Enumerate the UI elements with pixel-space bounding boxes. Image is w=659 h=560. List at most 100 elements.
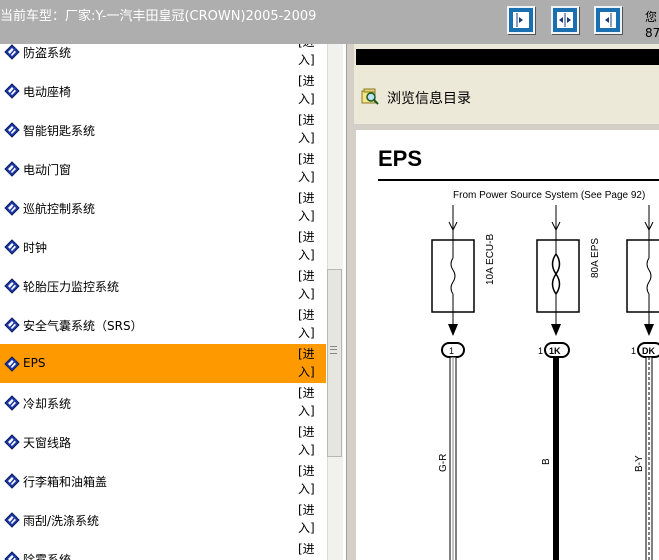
system-list-item[interactable]: EPS [进入] xyxy=(0,344,326,383)
document-diamond-icon xyxy=(4,512,20,528)
enter-link[interactable]: [进入] xyxy=(298,111,322,147)
wire-color-label: B xyxy=(541,458,552,465)
user-info-line2: 87 xyxy=(645,26,659,40)
system-item-label: 冷却系统 xyxy=(23,397,72,411)
system-list-item[interactable]: 时钟 [进入] xyxy=(0,227,326,266)
system-list-item[interactable]: 防盗系统 [进入] xyxy=(0,44,326,71)
top-bar: 当前车型：厂家:Y-一汽丰田皇冠(CROWN)2005-2009 您 87 xyxy=(0,0,659,44)
enter-link-line2: 入] xyxy=(298,53,315,67)
enter-link-line2: 入] xyxy=(298,443,315,457)
enter-link-line2: 入] xyxy=(298,404,315,418)
system-item-label: 防盗系统 xyxy=(23,46,72,60)
system-item-label: EPS xyxy=(23,356,46,370)
document-diamond-icon xyxy=(4,200,20,216)
enter-link[interactable]: [进入] xyxy=(298,345,322,381)
enter-link-line1: [进 xyxy=(298,44,322,51)
document-diamond-icon xyxy=(4,161,20,177)
enter-link[interactable]: [进入] xyxy=(298,501,322,537)
scrollbar-thumb[interactable] xyxy=(327,269,342,457)
document-diamond-icon xyxy=(4,122,20,138)
system-item-label: 智能钥匙系统 xyxy=(23,124,96,138)
vehicle-title: 当前车型：厂家:Y-一汽丰田皇冠(CROWN)2005-2009 xyxy=(0,9,317,24)
fuse-label: 10A ECU-B xyxy=(485,233,496,285)
show-right-panel-button[interactable] xyxy=(594,6,622,34)
enter-link-line1: [进 xyxy=(298,191,315,205)
enter-link-line1: [进 xyxy=(298,464,315,478)
enter-link-line2: 入] xyxy=(298,326,315,340)
system-list-item[interactable]: 轮胎压力监控系统[进入] xyxy=(0,266,326,305)
panel-right-icon xyxy=(600,12,616,28)
enter-link-line2: 入] xyxy=(298,482,315,496)
enter-link[interactable]: [进入] xyxy=(298,267,322,303)
browse-directory-icon[interactable] xyxy=(360,86,380,106)
user-info-line1: 您 xyxy=(645,10,658,24)
enter-link[interactable]: [进入] xyxy=(298,306,322,342)
panel-splitter[interactable] xyxy=(346,44,355,560)
system-item-label: 天窗线路 xyxy=(23,436,72,450)
enter-link-line1: [进 xyxy=(298,113,315,127)
connector-label: 1 xyxy=(449,346,455,356)
connector-label: DK xyxy=(642,346,655,356)
system-list-item[interactable]: 天窗线路 [进入] xyxy=(0,422,326,461)
system-list-item[interactable]: 雨刮/洗涤系统 [进入] xyxy=(0,500,326,539)
enter-link-line2: 入] xyxy=(298,287,315,301)
panel-both-icon xyxy=(557,12,573,28)
system-item-label: 除雾系统 xyxy=(23,553,72,560)
enter-link[interactable]: [进入] xyxy=(298,150,322,186)
connector-pin: 1 xyxy=(538,346,544,356)
document-diamond-icon xyxy=(4,434,20,450)
document-diamond-icon xyxy=(4,317,20,333)
enter-link-line1: [进 xyxy=(298,74,315,88)
enter-link-line2: 入] xyxy=(298,248,315,262)
system-item-label: 电动座椅 xyxy=(23,85,72,99)
panel-left-icon xyxy=(513,12,529,28)
enter-link-line1: [进 xyxy=(298,503,315,517)
document-diamond-icon xyxy=(4,44,20,60)
enter-link[interactable]: [进入] xyxy=(298,228,322,264)
enter-link[interactable]: [进入] xyxy=(298,44,322,69)
enter-link-line1: [进 xyxy=(298,542,315,556)
wire-color-label: B-Y xyxy=(634,455,645,472)
enter-link[interactable]: [进入] xyxy=(298,540,322,560)
user-info-snippet: 您 87 xyxy=(645,9,659,41)
enter-link-line2: 入] xyxy=(298,92,315,106)
system-list-item[interactable]: 安全气囊系统（SRS） [进入] xyxy=(0,305,326,344)
enter-link[interactable]: [进入] xyxy=(298,72,322,108)
enter-link[interactable]: [进入] xyxy=(298,384,322,420)
viewer-toolbar xyxy=(356,49,659,65)
enter-link[interactable]: [进入] xyxy=(298,423,322,459)
document-diamond-icon xyxy=(4,83,20,99)
system-item-label: 时钟 xyxy=(23,241,48,255)
system-list-item[interactable]: 电动门窗[进入] xyxy=(0,149,326,188)
system-list-item[interactable]: 电动座椅 [进入] xyxy=(0,71,326,110)
system-item-label: 雨刮/洗涤系统 xyxy=(23,514,100,528)
system-list-item[interactable]: 行李箱和油箱盖 [进入] xyxy=(0,461,326,500)
enter-link[interactable]: [进入] xyxy=(298,189,322,225)
system-item-label: 安全气囊系统（SRS） xyxy=(23,319,143,333)
system-list-item[interactable]: 智能钥匙系统 [进入] xyxy=(0,110,326,149)
document-diamond-icon xyxy=(4,356,20,372)
enter-link-line1: [进 xyxy=(298,152,315,166)
document-diamond-icon xyxy=(4,395,20,411)
diagram-title: EPS xyxy=(378,146,423,171)
wiring-diagram-page: EPS From Power Source System (See Page 9… xyxy=(356,130,659,560)
system-list-item[interactable]: 冷却系统 [进入] xyxy=(0,383,326,422)
system-list-item[interactable]: 除雾系统 [进入] xyxy=(0,539,326,560)
enter-link-line2: 入] xyxy=(298,209,315,223)
system-item-label: 行李箱和油箱盖 xyxy=(23,475,108,489)
browse-directory-link[interactable]: 浏览信息目录 xyxy=(387,91,471,107)
show-both-panels-button[interactable] xyxy=(551,6,579,34)
enter-link-line1: [进 xyxy=(298,425,315,439)
wiring-diagram xyxy=(431,205,659,560)
system-list-item[interactable]: 巡航控制系统[进入] xyxy=(0,188,326,227)
title-rule xyxy=(378,179,659,181)
show-left-panel-button[interactable] xyxy=(507,6,535,34)
enter-link-line2: 入] xyxy=(298,170,315,184)
enter-link-line2: 入] xyxy=(298,131,315,145)
system-list-panel: 防盗系统[进入]电动座椅[进入]智能钥匙系统[进入]电动门窗[进入]巡航控制系统… xyxy=(0,44,346,560)
enter-link-line1: [进 xyxy=(298,347,315,361)
scrollbar-grip-icon xyxy=(330,346,337,354)
enter-link[interactable]: [进入] xyxy=(298,462,322,498)
power-source-note: From Power Source System (See Page 92) xyxy=(453,190,646,201)
enter-link-line1: [进 xyxy=(298,269,315,283)
